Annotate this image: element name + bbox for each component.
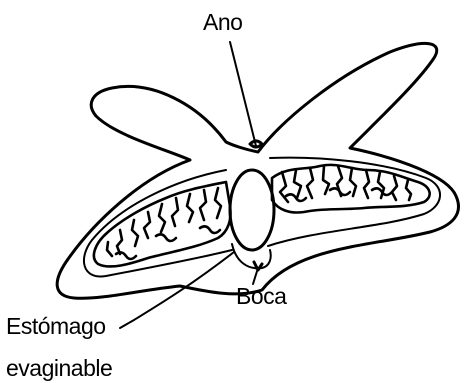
stomach-leader-line bbox=[120, 252, 234, 328]
anus-leader-line bbox=[230, 42, 256, 146]
mouth-leader-line bbox=[253, 268, 258, 284]
stomach-label-line2: evaginable bbox=[6, 355, 112, 381]
stomach-label-line1: Estómago bbox=[6, 313, 106, 339]
stomach bbox=[230, 170, 274, 250]
stomach-lower-fold bbox=[232, 244, 271, 268]
left-digestive-glands bbox=[94, 182, 231, 266]
right-arm-inner-line bbox=[268, 158, 440, 246]
mouth-label: Boca bbox=[236, 283, 287, 309]
anus-label: Ano bbox=[203, 9, 242, 35]
